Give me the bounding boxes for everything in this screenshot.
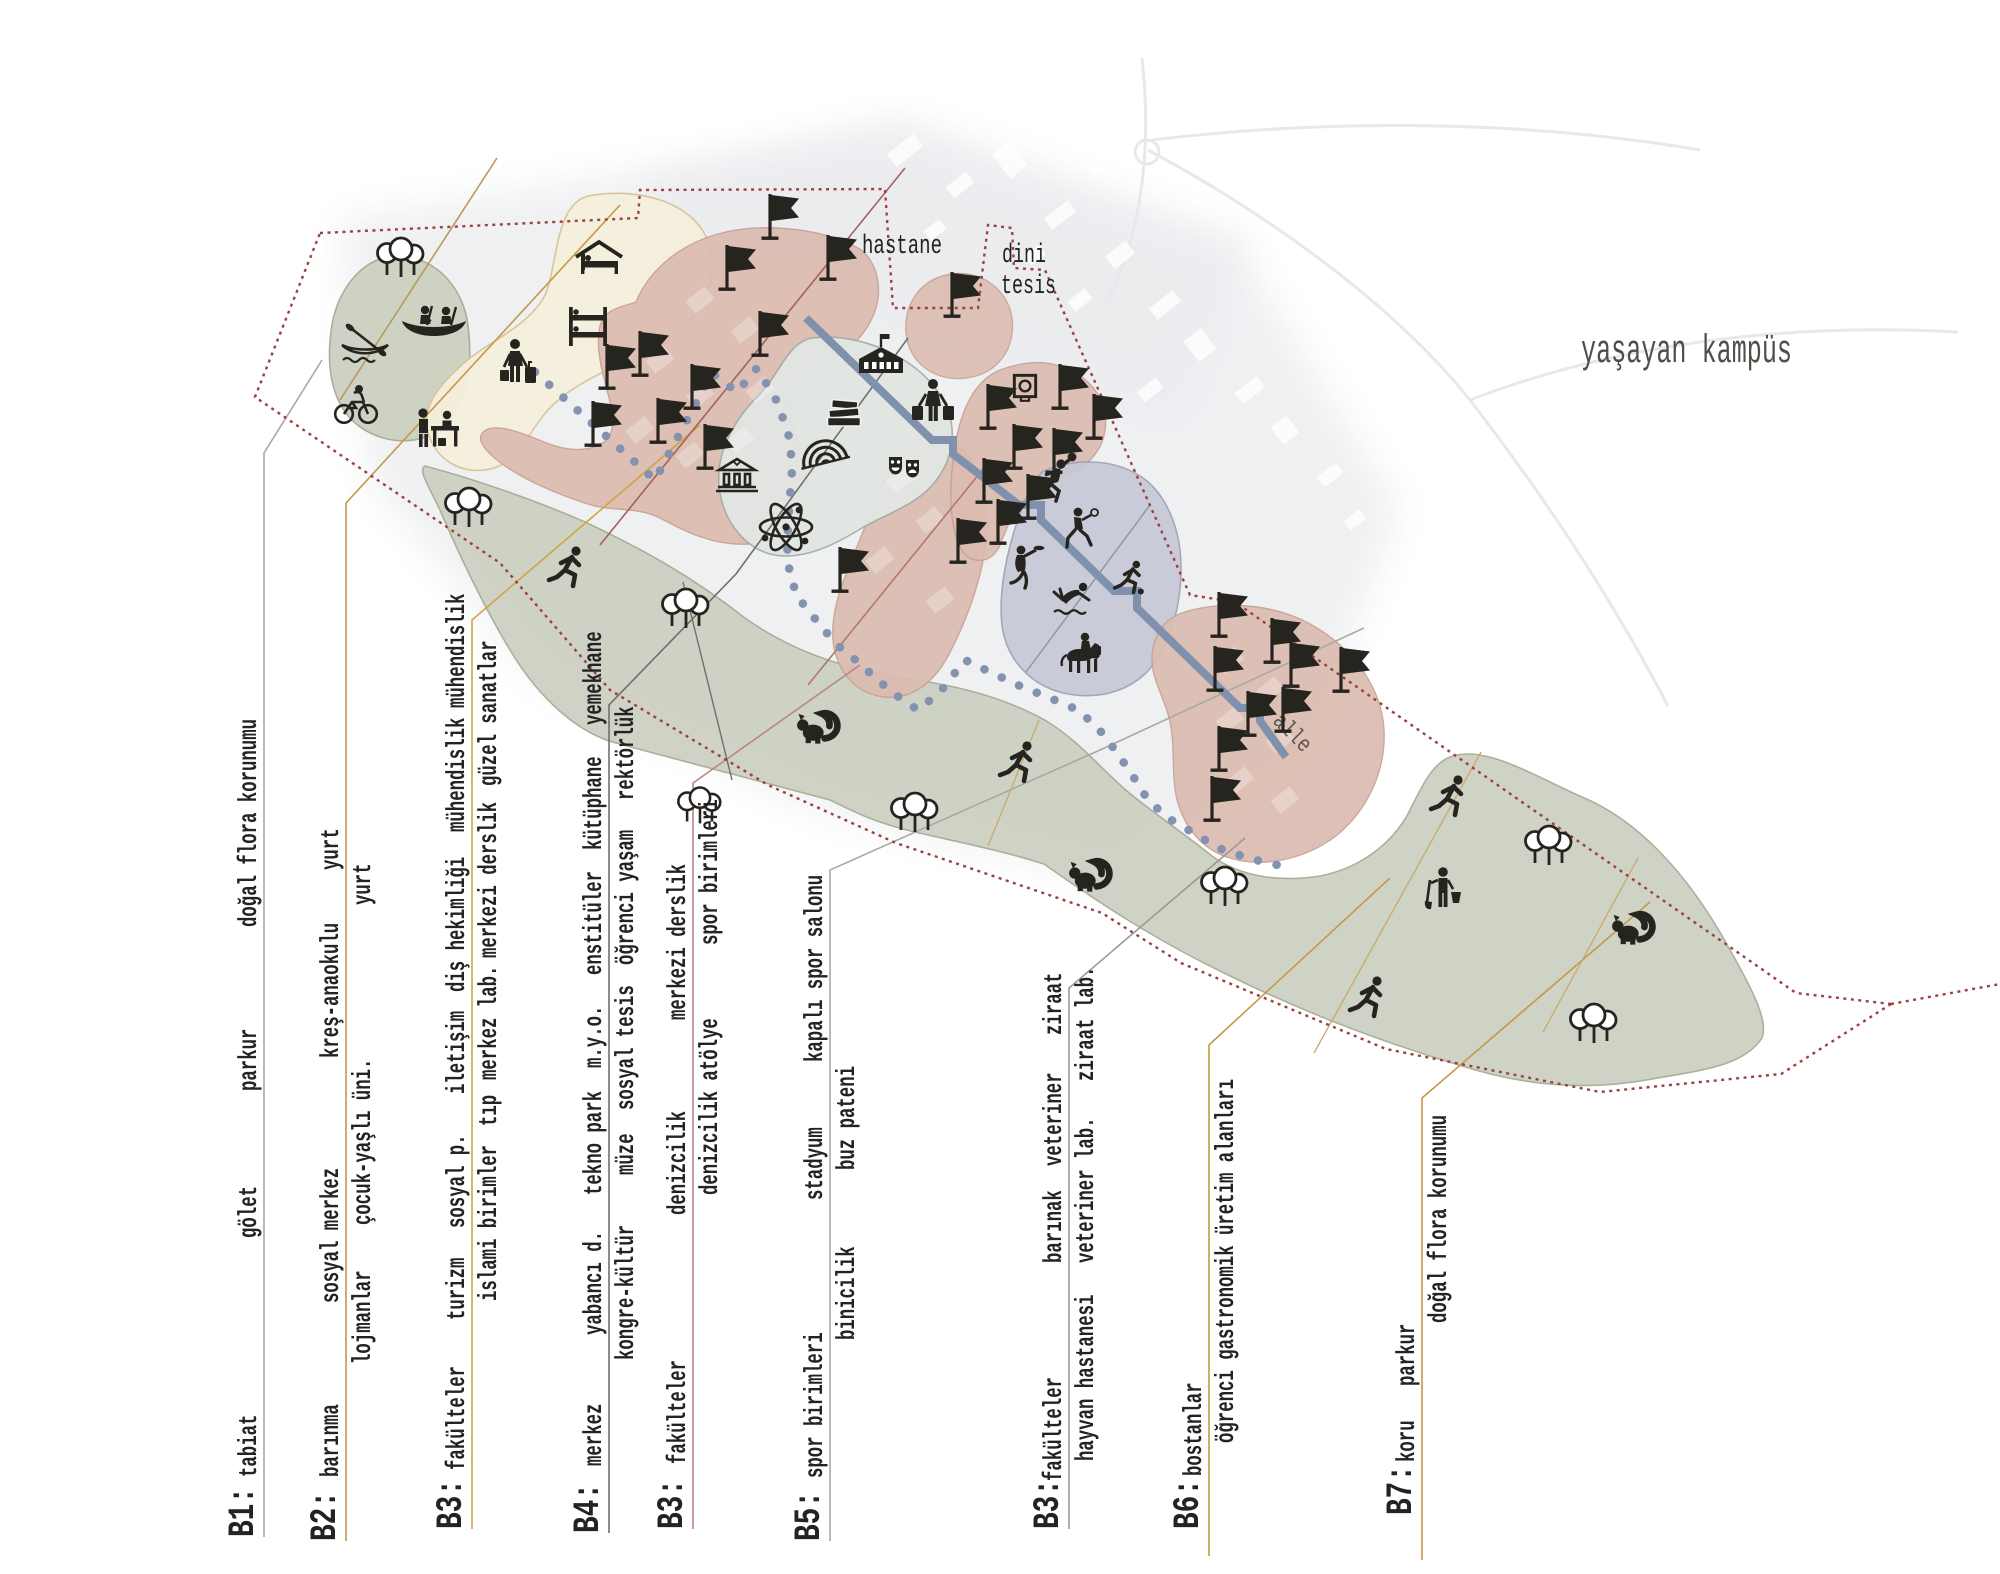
svg-text:B5:: B5:: [789, 1491, 831, 1541]
svg-text:sosyal p.: sosyal p.: [442, 1134, 472, 1228]
svg-text:iletişim: iletişim: [442, 1011, 472, 1094]
svg-text:m.y.o.: m.y.o.: [579, 1006, 609, 1068]
svg-text:B3:: B3:: [652, 1479, 694, 1529]
svg-text:fakülteler: fakülteler: [442, 1366, 472, 1470]
svg-text:hastane: hastane: [862, 232, 942, 262]
svg-text:sosyal merkez: sosyal merkez: [316, 1168, 346, 1303]
svg-text:öğrenci gastronomik üretim ala: öğrenci gastronomik üretim alanları: [1211, 1079, 1241, 1443]
svg-text:B7:: B7:: [1381, 1465, 1423, 1515]
svg-text:yurt: yurt: [348, 863, 378, 905]
svg-text:barınak: barınak: [1039, 1190, 1069, 1263]
svg-text:mühendislik: mühendislik: [442, 718, 472, 832]
svg-text:öğrenci yaşam: öğrenci yaşam: [611, 830, 641, 965]
svg-text:veteriner: veteriner: [1039, 1072, 1069, 1166]
svg-text:binicilik: binicilik: [832, 1246, 862, 1340]
svg-text:tabiat: tabiat: [234, 1415, 264, 1477]
svg-text:müze: müze: [611, 1133, 641, 1175]
svg-text:B2:: B2:: [305, 1491, 347, 1541]
svg-text:spor birimleri: spor birimleri: [695, 799, 725, 945]
svg-text:denizcilik atölye: denizcilik atölye: [695, 1018, 725, 1195]
svg-text:lojmanlar: lojmanlar: [348, 1270, 378, 1364]
svg-text:parkur: parkur: [234, 1029, 264, 1091]
svg-text:kapalı spor salonu: kapalı spor salonu: [800, 875, 830, 1062]
svg-text:merkez lab.: merkez lab.: [474, 966, 504, 1080]
svg-text:B4:: B4:: [568, 1483, 610, 1533]
svg-text:mühendislik: mühendislik: [442, 594, 472, 708]
svg-text:merkezi derslik: merkezi derslik: [474, 802, 504, 958]
svg-text:tıp: tıp: [474, 1095, 504, 1126]
svg-text:kongre-kültür: kongre-kültür: [611, 1225, 641, 1360]
svg-text:B3:: B3:: [431, 1479, 473, 1529]
svg-text:sosyal tesis: sosyal tesis: [611, 985, 641, 1110]
svg-text:islami birimler: islami birimler: [474, 1145, 504, 1301]
svg-text:çocuk-yaşlı üni.: çocuk-yaşlı üni.: [348, 1059, 378, 1225]
svg-text:güzel sanatlar: güzel sanatlar: [474, 640, 504, 786]
svg-text:enstitüler: enstitüler: [579, 871, 609, 975]
svg-text:fakülteler: fakülteler: [663, 1360, 693, 1464]
svg-text:buz pateni: buz pateni: [832, 1066, 862, 1170]
svg-text:yabancı d.: yabancı d.: [579, 1231, 609, 1335]
svg-text:B6:: B6:: [1168, 1479, 1210, 1529]
svg-text:B3:: B3:: [1028, 1479, 1070, 1529]
svg-text:gölet: gölet: [234, 1186, 264, 1238]
svg-text:bostanlar: bostanlar: [1179, 1382, 1209, 1476]
svg-text:diş hekimliği: diş hekimliği: [442, 857, 472, 992]
svg-text:doğal flora korunumu: doğal flora korunumu: [234, 719, 264, 927]
svg-text:kreş-anaokulu: kreş-anaokulu: [316, 923, 346, 1058]
svg-text:kütüphane: kütüphane: [579, 756, 609, 850]
svg-text:parkur: parkur: [1392, 1324, 1422, 1386]
svg-text:stadyum: stadyum: [800, 1127, 830, 1200]
svg-text:yaşayan kampüs: yaşayan kampüs: [1581, 330, 1792, 375]
svg-text:denizcilik: denizcilik: [663, 1111, 693, 1215]
svg-text:barınma: barınma: [316, 1404, 346, 1477]
svg-text:ziraat: ziraat: [1039, 973, 1069, 1035]
svg-text:rektörlük: rektörlük: [611, 706, 641, 800]
svg-text:veteriner lab.: veteriner lab.: [1071, 1117, 1101, 1263]
svg-text:ziraat lab.: ziraat lab.: [1071, 967, 1101, 1081]
svg-text:spor birimleri: spor birimleri: [800, 1332, 830, 1478]
svg-text:yemekhane: yemekhane: [579, 631, 609, 725]
svg-text:turizm: turizm: [442, 1258, 472, 1320]
svg-text:merkez: merkez: [579, 1404, 609, 1466]
svg-text:tesis: tesis: [1001, 272, 1056, 302]
svg-text:dini: dini: [1002, 241, 1046, 271]
svg-text:B1:: B1:: [223, 1487, 265, 1537]
svg-text:hayvan hastanesi: hayvan hastanesi: [1071, 1295, 1101, 1461]
svg-text:tekno park: tekno park: [579, 1091, 609, 1195]
svg-text:koru: koru: [1392, 1420, 1422, 1462]
svg-text:yurt: yurt: [316, 828, 346, 870]
svg-text:merkezi derslik: merkezi derslik: [663, 864, 693, 1020]
svg-text:fakülteler: fakülteler: [1039, 1377, 1069, 1481]
svg-text:doğal flora korunumu: doğal flora korunumu: [1424, 1115, 1454, 1323]
